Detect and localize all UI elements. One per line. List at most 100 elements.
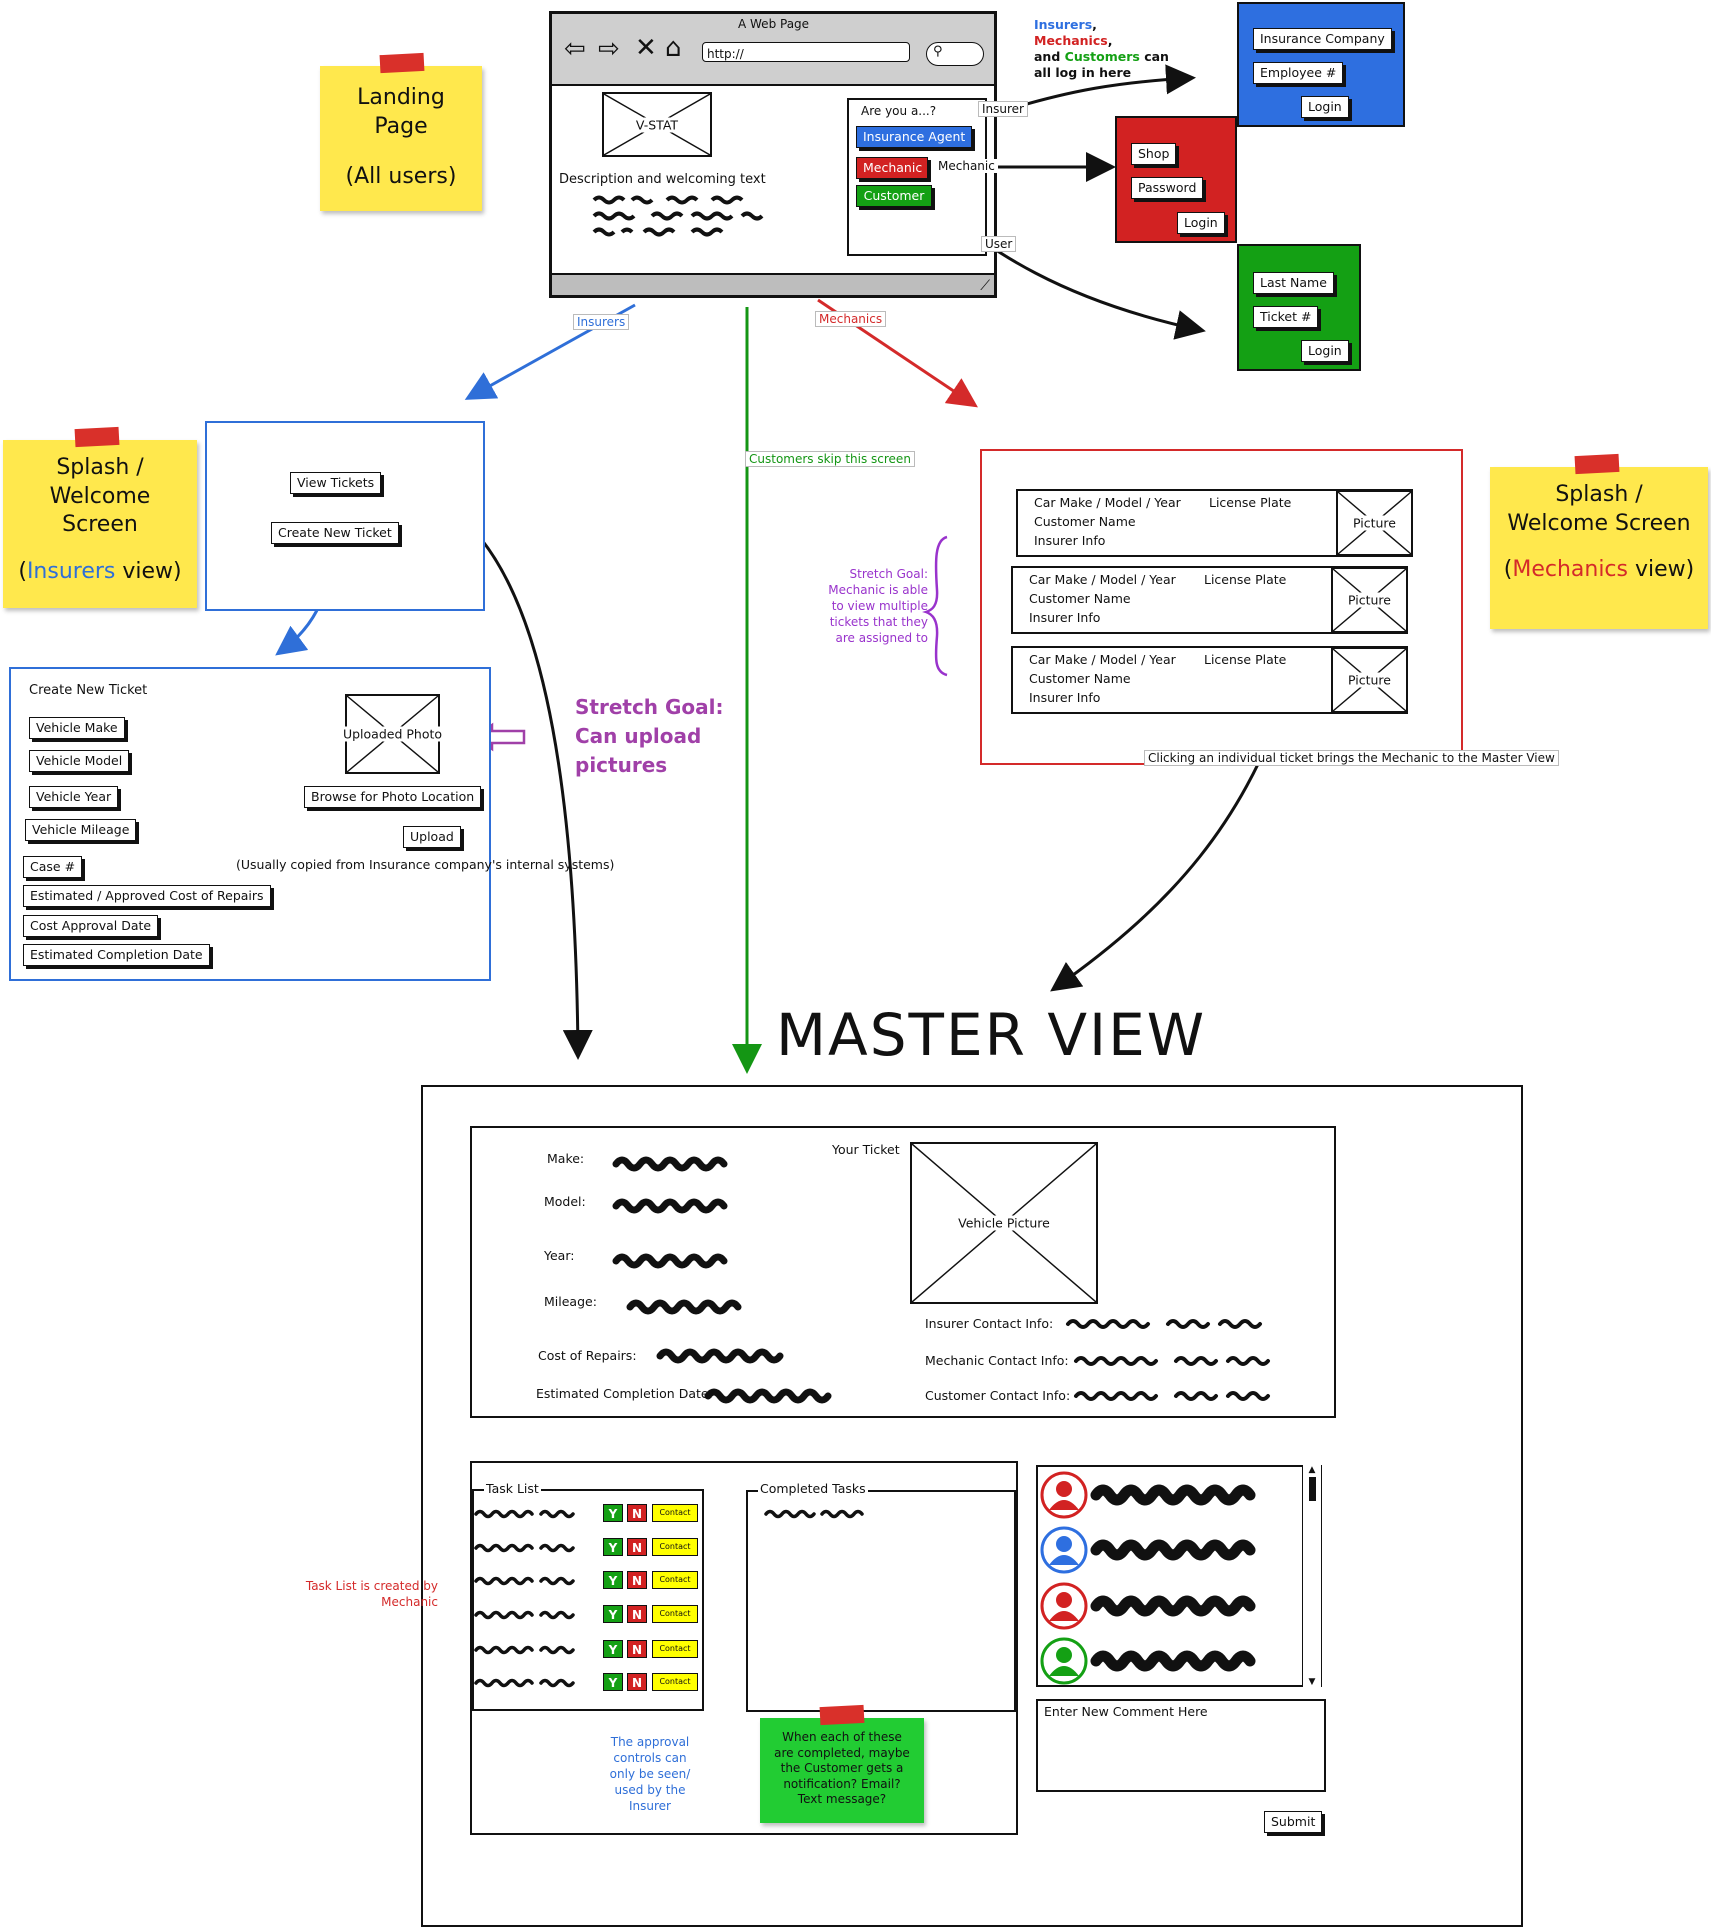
search-box[interactable]: ⚲ bbox=[926, 42, 984, 66]
year-label: Year: bbox=[544, 1248, 575, 1263]
vehicle-model-field[interactable]: Vehicle Model bbox=[29, 750, 130, 772]
mileage-label: Mileage: bbox=[544, 1294, 597, 1309]
comment-placeholder: Enter New Comment Here bbox=[1044, 1704, 1208, 1719]
new-comment-textarea[interactable]: Enter New Comment Here bbox=[1036, 1699, 1326, 1792]
login-note-comma: , bbox=[1092, 17, 1097, 32]
mechanic-button[interactable]: Mechanic bbox=[856, 157, 928, 179]
login-note-insurers: Insurers bbox=[1034, 17, 1093, 32]
ticket-plate: License Plate bbox=[1204, 572, 1287, 587]
insurer-sticky-line1: Splash / bbox=[56, 455, 144, 480]
approve-button[interactable]: Y bbox=[603, 1504, 623, 1522]
approve-button[interactable]: Y bbox=[603, 1673, 623, 1691]
reject-button[interactable]: N bbox=[627, 1538, 647, 1556]
url-bar[interactable]: http:// bbox=[702, 42, 910, 62]
submit-button[interactable]: Submit bbox=[1264, 1811, 1323, 1833]
browser-statusbar bbox=[552, 273, 994, 295]
reject-button[interactable]: N bbox=[627, 1605, 647, 1623]
insurer-splash-screen bbox=[205, 421, 485, 611]
create-new-ticket-button[interactable]: Create New Ticket bbox=[271, 522, 399, 544]
contact-button[interactable]: Contact bbox=[652, 1571, 698, 1589]
mechanics-flow-label: Mechanics bbox=[815, 311, 887, 327]
model-label: Model: bbox=[544, 1194, 586, 1209]
notification-line: the Customer gets a bbox=[780, 1761, 904, 1775]
customers-skip-label: Customers skip this screen bbox=[745, 451, 915, 467]
resize-grip-icon[interactable]: ⟋ bbox=[980, 278, 990, 294]
home-icon[interactable]: ⌂ bbox=[665, 33, 682, 63]
vehicle-mileage-field[interactable]: Vehicle Mileage bbox=[25, 819, 137, 841]
mechanic-contact-label: Mechanic Contact Info: bbox=[925, 1353, 1069, 1368]
landing-sticky-sub: (All users) bbox=[345, 164, 457, 190]
reject-button[interactable]: N bbox=[627, 1673, 647, 1691]
comments-scrollbar[interactable]: ▲ ▼ bbox=[1302, 1465, 1321, 1687]
ticket-insurer-info: Insurer Info bbox=[1034, 533, 1106, 548]
logo-label: V-STAT bbox=[633, 117, 681, 132]
photo-hollow-arrow bbox=[472, 722, 526, 752]
employee-number-field[interactable]: Employee # bbox=[1253, 62, 1344, 84]
ticket-picture-label: Picture bbox=[1346, 672, 1393, 688]
forward-icon[interactable]: ⇨ bbox=[598, 34, 620, 64]
case-number-field[interactable]: Case # bbox=[23, 856, 83, 878]
vehicle-picture-label: Vehicle Picture bbox=[956, 1215, 1052, 1231]
ticket-customer-name: Customer Name bbox=[1034, 514, 1136, 529]
ticket-make: Car Make / Model / Year bbox=[1034, 495, 1181, 510]
contact-button[interactable]: Contact bbox=[652, 1538, 698, 1556]
scroll-thumb[interactable] bbox=[1308, 1477, 1316, 1501]
contact-button[interactable]: Contact bbox=[652, 1504, 698, 1522]
insurer-sticky-view-rest: view) bbox=[122, 558, 182, 584]
ticket-make: Car Make / Model / Year bbox=[1029, 572, 1176, 587]
ticket-number-field[interactable]: Ticket # bbox=[1253, 306, 1319, 328]
approval-note-line: The approval bbox=[610, 1735, 690, 1749]
reject-button[interactable]: N bbox=[627, 1504, 647, 1522]
close-icon[interactable]: ✕ bbox=[635, 33, 657, 63]
contact-button[interactable]: Contact bbox=[652, 1605, 698, 1623]
insurance-agent-button[interactable]: Insurance Agent bbox=[856, 126, 972, 148]
upload-button[interactable]: Upload bbox=[403, 826, 461, 848]
insurer-sticky-view-word: Insurers bbox=[26, 558, 116, 584]
estimated-completion-date-field[interactable]: Estimated Completion Date bbox=[23, 944, 210, 966]
stretch-brace bbox=[922, 535, 948, 677]
mechanic-stretch-line: are assigned to bbox=[835, 631, 929, 645]
vehicle-make-field[interactable]: Vehicle Make bbox=[29, 717, 125, 739]
cost-approval-date-field[interactable]: Cost Approval Date bbox=[23, 915, 159, 937]
password-field[interactable]: Password bbox=[1131, 177, 1204, 199]
approve-button[interactable]: Y bbox=[603, 1640, 623, 1658]
notification-line: are completed, maybe bbox=[774, 1745, 910, 1760]
last-name-field[interactable]: Last Name bbox=[1253, 272, 1334, 294]
customer-login-button[interactable]: Login bbox=[1301, 340, 1349, 362]
mechanic-login-button[interactable]: Login bbox=[1177, 212, 1225, 234]
mechanic-sticky-line2: Welcome Screen bbox=[1507, 510, 1691, 536]
reject-button[interactable]: N bbox=[627, 1640, 647, 1658]
mechanic-stretch-line: Mechanic is able bbox=[828, 583, 928, 597]
login-note-can: can bbox=[1144, 49, 1169, 64]
task-list-note-line: Mechanic bbox=[381, 1595, 438, 1609]
back-icon[interactable]: ⇦ bbox=[564, 34, 586, 64]
customer-contact-label: Customer Contact Info: bbox=[925, 1388, 1071, 1403]
browse-photo-button[interactable]: Browse for Photo Location bbox=[304, 786, 482, 808]
ticket-plate: License Plate bbox=[1209, 495, 1292, 510]
reject-button[interactable]: N bbox=[627, 1571, 647, 1589]
contact-button[interactable]: Contact bbox=[652, 1673, 698, 1691]
landing-sticky-title: Landing Page bbox=[357, 85, 445, 139]
scroll-down-icon[interactable]: ▼ bbox=[1308, 1677, 1316, 1687]
mechanic-splash-sticky: Splash / Welcome Screen (Mechanics view) bbox=[1490, 453, 1708, 629]
ticket-picture: Picture bbox=[1336, 490, 1413, 556]
scroll-up-icon[interactable]: ▲ bbox=[1308, 1465, 1316, 1475]
ticket-customer-name: Customer Name bbox=[1029, 671, 1131, 686]
vehicle-year-field[interactable]: Vehicle Year bbox=[29, 786, 119, 808]
approve-button[interactable]: Y bbox=[603, 1571, 623, 1589]
view-tickets-button[interactable]: View Tickets bbox=[290, 472, 382, 494]
insurer-splash-sticky: Splash / Welcome Screen (Insurers view) bbox=[3, 426, 197, 608]
customer-button[interactable]: Customer bbox=[856, 185, 932, 207]
create-ticket-title: Create New Ticket bbox=[29, 683, 148, 698]
ticket-picture: Picture bbox=[1331, 567, 1408, 633]
approve-button[interactable]: Y bbox=[603, 1605, 623, 1623]
landing-sticky-note: Landing Page (All users) bbox=[320, 52, 482, 211]
task-list-title: Task List bbox=[484, 1481, 541, 1496]
estimated-cost-field[interactable]: Estimated / Approved Cost of Repairs bbox=[23, 885, 271, 907]
insurers-flow-label: Insurers bbox=[573, 314, 630, 330]
shop-field[interactable]: Shop bbox=[1131, 143, 1177, 165]
approve-button[interactable]: Y bbox=[603, 1538, 623, 1556]
insurance-company-field[interactable]: Insurance Company bbox=[1253, 28, 1392, 50]
insurer-login-button[interactable]: Login bbox=[1301, 96, 1349, 118]
contact-button[interactable]: Contact bbox=[652, 1640, 698, 1658]
